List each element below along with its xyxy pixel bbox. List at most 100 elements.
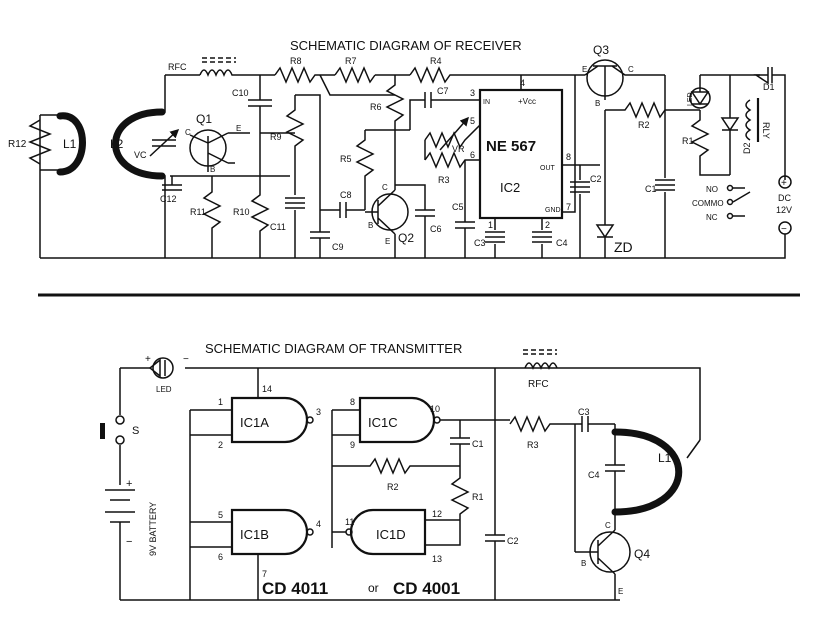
c8-label: C8 xyxy=(340,190,352,200)
r6-label: R6 xyxy=(370,102,382,112)
coil-tx-l1 xyxy=(611,428,683,516)
ic2-pin5: 5 xyxy=(470,116,475,126)
ic1c-pin9: 9 xyxy=(350,440,355,450)
c12-label: C12 xyxy=(160,194,177,204)
ic1d-label: IC1D xyxy=(376,527,406,542)
ic-note-cd4011: CD 4011 xyxy=(262,579,328,598)
r2-label: R2 xyxy=(638,120,650,130)
q3-label: Q3 xyxy=(593,43,609,57)
q2-leads xyxy=(365,185,396,258)
capacitor-c12 xyxy=(162,176,182,191)
vcc-label: +Vcc xyxy=(518,97,536,106)
ic2-label: IC2 xyxy=(500,180,520,195)
transmitter-title: SCHEMATIC DIAGRAM OF TRANSMITTER xyxy=(205,341,462,356)
battery-minus: − xyxy=(126,536,132,548)
ic2-pin-wires xyxy=(520,75,600,213)
ic2-pin2: 2 xyxy=(545,220,550,230)
q4-c-label: C xyxy=(605,521,611,530)
c6-label: C6 xyxy=(430,224,442,234)
wire xyxy=(40,114,62,171)
dc-minus-label: − xyxy=(781,224,787,235)
capacitor-c10 xyxy=(248,75,272,180)
ic1c-pin8: 8 xyxy=(350,397,355,407)
q4-e-label: E xyxy=(618,587,623,596)
tx-c3-label: C3 xyxy=(578,407,590,417)
no-label: NO xyxy=(706,185,718,194)
q2-e-label: E xyxy=(385,237,390,246)
dc-plus-label: + xyxy=(781,178,787,189)
diode-d1 xyxy=(753,67,786,180)
capacitor-c4 xyxy=(532,218,552,258)
capacitor-c3 xyxy=(485,218,505,258)
c4-label: C4 xyxy=(556,238,568,248)
switch-terminal-bottom xyxy=(115,435,125,445)
ic1b-wires xyxy=(190,521,259,600)
r4-label: R4 xyxy=(430,56,442,66)
r5-label: R5 xyxy=(340,154,352,164)
tx-c2-label: C2 xyxy=(507,536,519,546)
ic1a-wires xyxy=(189,368,259,600)
resistor-r12 xyxy=(27,119,53,165)
ic1b-pin7: 7 xyxy=(262,569,267,579)
ic2-pin3: 3 xyxy=(470,88,475,98)
ic1a-pin3: 3 xyxy=(316,407,321,417)
receiver-schematic: SCHEMATIC DIAGRAM OF RECEIVER R12 L1 L2 … xyxy=(8,38,792,259)
dc-12v-label: 12V xyxy=(776,205,792,215)
q4-label: Q4 xyxy=(634,547,650,561)
l2-label: L2 xyxy=(110,137,124,151)
capacitor-c2 xyxy=(570,165,590,258)
ic1d-pin12: 12 xyxy=(432,509,442,519)
dc-plus-terminal xyxy=(778,175,792,189)
tx-led xyxy=(148,358,166,378)
switch-s-label: S xyxy=(132,425,139,437)
ic1b-pin5: 5 xyxy=(218,510,223,520)
zener-zd xyxy=(595,110,615,258)
wire xyxy=(189,134,209,144)
c3-label: C3 xyxy=(474,238,486,248)
r11-label: R11 xyxy=(190,207,206,217)
resistor-r8 xyxy=(274,66,320,84)
tx-r1-label: R1 xyxy=(472,492,484,502)
ic2-pin7: 7 xyxy=(566,202,571,212)
q1-c-label: C xyxy=(185,128,191,137)
tx-c1-label: C1 xyxy=(472,439,484,449)
resistor-r2 xyxy=(605,101,700,119)
d1-label: D1 xyxy=(763,82,775,92)
ic1a-pin1: 1 xyxy=(218,397,223,407)
variable-capacitor-vc xyxy=(149,130,178,157)
r12-label: R12 xyxy=(8,139,27,150)
switch-terminal-top xyxy=(115,415,125,425)
vc-label: VC xyxy=(134,150,147,160)
wire xyxy=(686,439,701,459)
q2-c-label: C xyxy=(382,183,388,192)
c9-label: C9 xyxy=(332,242,344,252)
ic1c-pin10: 10 xyxy=(430,404,440,414)
resistor-r6 xyxy=(385,75,405,185)
tx-led-minus: − xyxy=(183,354,189,365)
ic-note-cd4001: CD 4001 xyxy=(393,579,460,598)
ic1c-wires xyxy=(331,409,510,548)
tx-rfc-core xyxy=(523,349,557,355)
ic2-pin4: 4 xyxy=(520,78,525,88)
battery-9v xyxy=(105,489,135,600)
potentiometer-vr xyxy=(424,124,481,149)
out-label: OUT xyxy=(540,165,556,172)
resistor-r3 xyxy=(424,151,480,169)
rfc-core xyxy=(202,57,236,63)
diode-d2 xyxy=(700,74,760,175)
r9-label: R9 xyxy=(270,132,282,142)
wire xyxy=(162,75,166,258)
capacitor-c7 xyxy=(409,92,480,130)
wire xyxy=(295,94,321,210)
q4-b-label: B xyxy=(581,559,586,568)
led-indicator xyxy=(690,75,710,106)
ic1d-pin13: 13 xyxy=(432,554,442,564)
l1-label: L1 xyxy=(63,137,77,151)
ic1a-bubble xyxy=(306,416,314,424)
ic1b-bubble xyxy=(306,528,314,536)
receiver-title: SCHEMATIC DIAGRAM OF RECEIVER xyxy=(290,38,522,53)
tx-r2-label: R2 xyxy=(387,482,399,492)
vr-wiper xyxy=(439,116,469,151)
c1-label: C1 xyxy=(645,184,657,194)
